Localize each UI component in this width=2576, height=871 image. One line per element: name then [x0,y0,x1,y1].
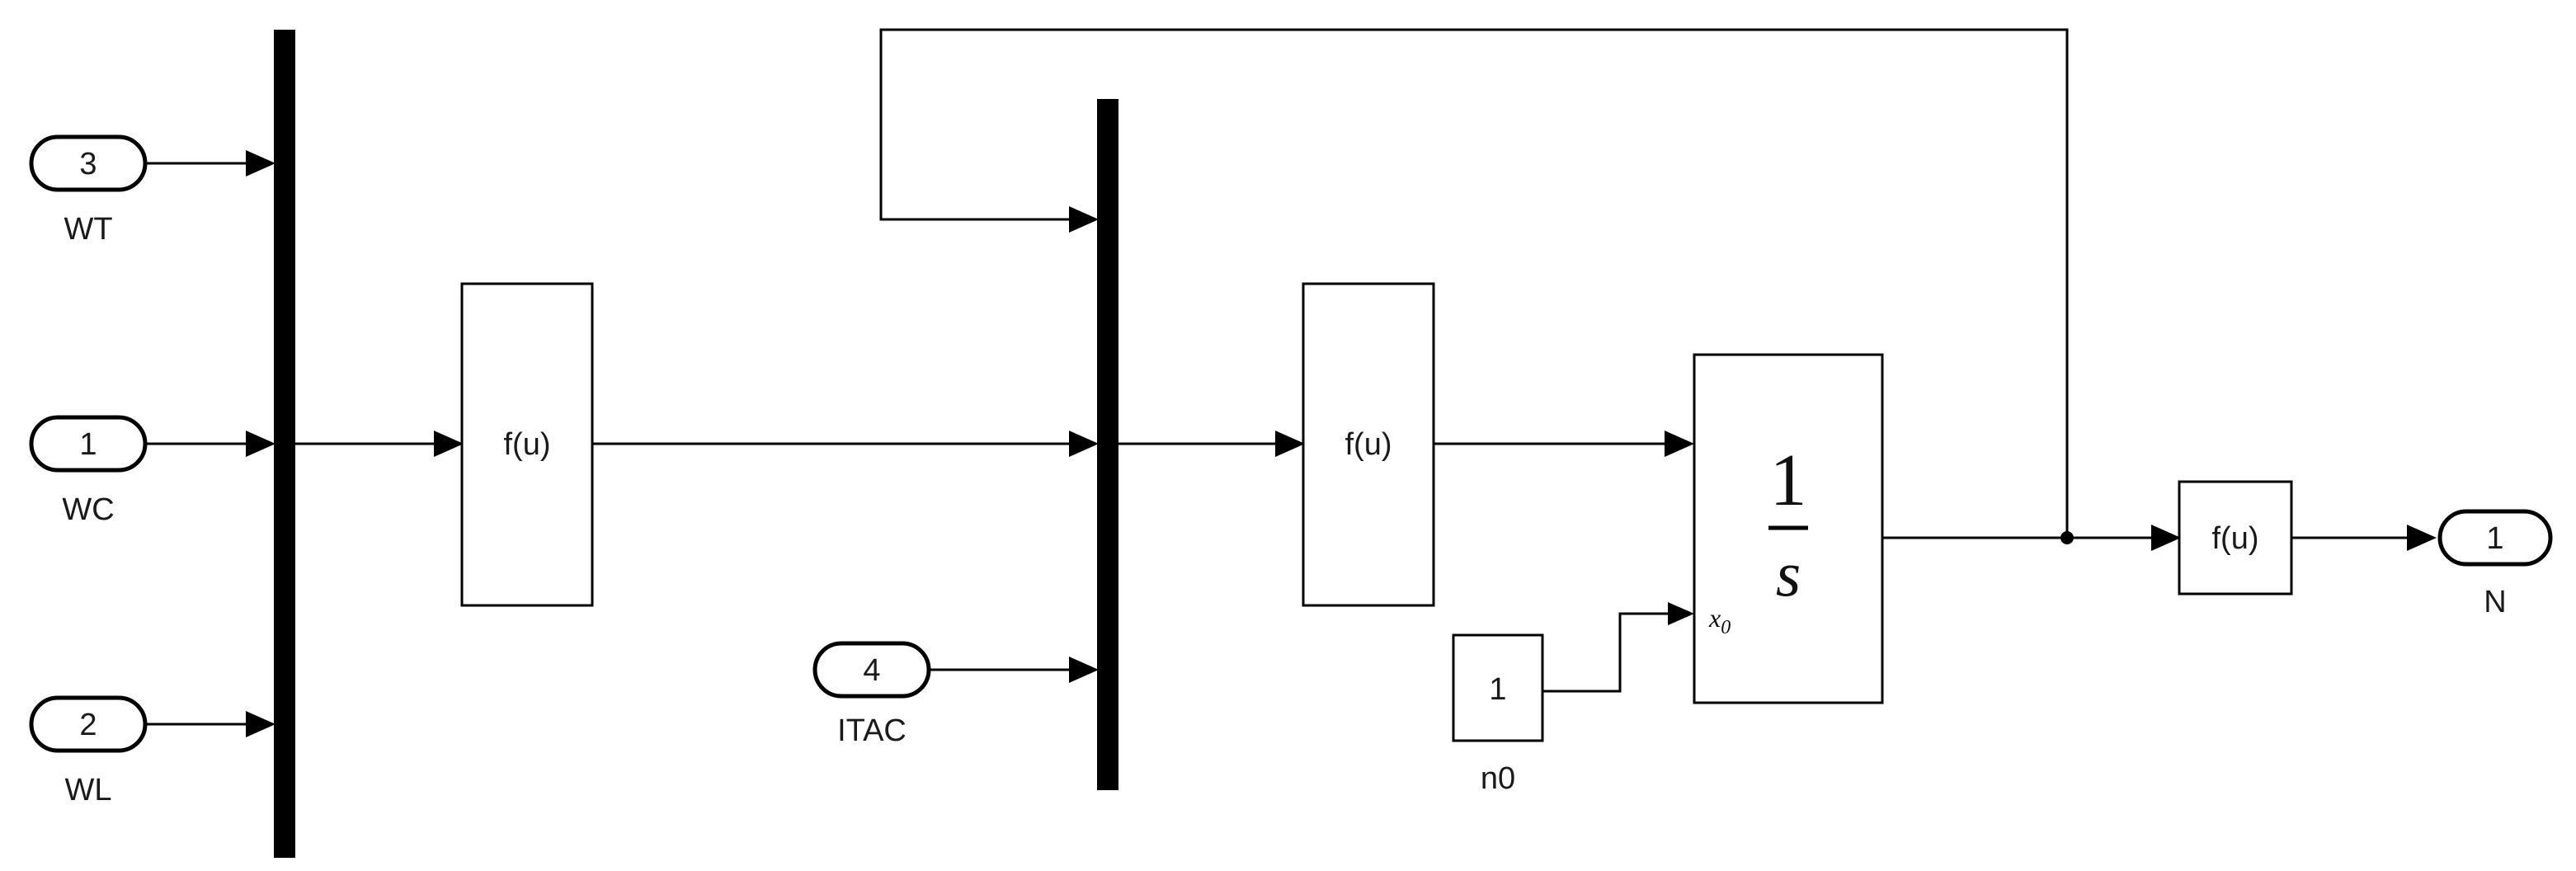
fcn-expression: f(u) [1345,427,1392,462]
arrow-icon [1069,431,1099,457]
fcn-block-2[interactable]: f(u) [1302,282,1435,607]
inport-shape[interactable] [29,695,148,753]
fcn-expression: f(u) [2212,521,2259,556]
inport-shape[interactable] [29,415,148,473]
inport-name: ITAC [837,713,907,748]
fcn-block-1[interactable]: f(u) [460,282,594,607]
inport-name: WL [65,773,112,807]
fcn-block-3[interactable]: f(u) [2178,480,2293,596]
inport-wt[interactable]: 3 WT [29,134,148,247]
ic-port-label-subscript: 0 [1721,617,1731,638]
arrow-icon [1665,431,1694,457]
ic-port-label: x0 [1708,603,1731,638]
inport-name: WT [64,212,112,247]
inport-number: 1 [79,427,97,462]
inport-wl[interactable]: 2 WL [29,695,148,807]
fcn-block-shape[interactable] [2178,480,2293,596]
wires [145,28,2409,726]
arrow-icon [1275,431,1305,457]
arrow-icon [434,431,464,457]
inport-shape[interactable] [812,641,931,699]
branch-point [2060,531,2074,544]
arrow-icon [246,431,275,457]
inport-number: 3 [79,147,97,181]
inport-itac[interactable]: 4 ITAC [812,641,931,748]
wire-constant-to-ic [1542,612,1668,693]
arrow-icon [1069,206,1099,233]
outport-number: 1 [2486,521,2503,556]
wire-feedback-loop [879,28,2069,538]
inport-number: 4 [863,653,880,688]
integrator-denominator: s [1776,538,1801,610]
outport-n[interactable]: 1 N [2437,509,2553,619]
outport-shape[interactable] [2437,509,2553,567]
integrator-numerator: 1 [1770,440,1807,521]
ic-port-label-base: x [1708,603,1721,633]
constant-value: 1 [1489,672,1506,707]
constant-shape[interactable] [1452,633,1544,742]
outport-name: N [2484,585,2506,619]
inport-wc[interactable]: 1 WC [29,415,148,527]
fcn-expression: f(u) [504,427,551,462]
fcn-block-shape[interactable] [1302,282,1435,607]
constant-name: n0 [1481,761,1515,796]
constant-block[interactable]: 1 n0 [1452,633,1544,796]
inport-shape[interactable] [29,134,148,192]
arrow-icon [246,711,275,737]
mux-block-2[interactable] [1097,99,1118,790]
fcn-block-shape[interactable] [460,282,594,607]
inport-number: 2 [79,708,97,742]
inport-name: WC [62,492,114,527]
mux-block-1[interactable] [274,30,295,858]
arrow-icon [2407,525,2437,551]
arrow-icon [1668,602,1694,625]
arrow-icon [2151,525,2181,551]
arrow-icon [1069,657,1099,683]
integrator-block[interactable]: 1 s x0 [1693,353,1884,704]
arrow-icon [246,150,275,177]
arrowheads [246,150,2437,737]
